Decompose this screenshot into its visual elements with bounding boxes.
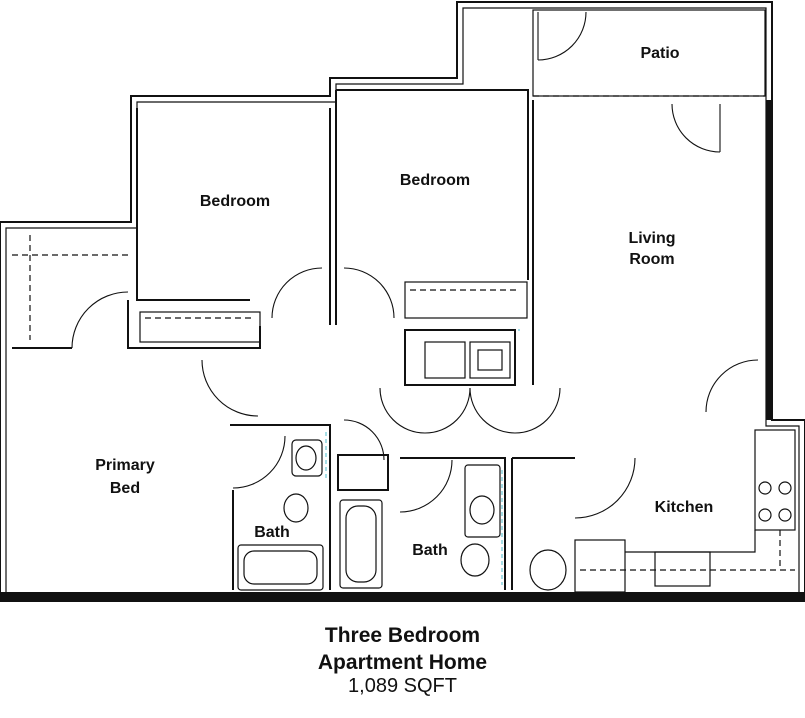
door-swings xyxy=(71,103,759,519)
label-bedroom-middle: Bedroom xyxy=(400,172,470,189)
label-living-room-line2: Room xyxy=(629,251,674,268)
label-bath-left: Bath xyxy=(254,524,290,541)
label-kitchen: Kitchen xyxy=(655,499,714,516)
caption-title-line1: Three Bedroom xyxy=(324,624,481,647)
interior-walls xyxy=(12,89,796,593)
caption-area: 1,089 SQFT xyxy=(348,675,457,697)
plan-caption: Three Bedroom Apartment Home xyxy=(0,622,805,676)
room-labels: Patio Bedroom Bedroom Living Room Primar… xyxy=(95,45,713,559)
label-bath-middle: Bath xyxy=(412,542,448,559)
label-living-room-line1: Living xyxy=(628,230,675,247)
patio-area xyxy=(532,9,766,97)
caption-title-line2: Apartment Home xyxy=(317,651,488,674)
label-bedroom-left: Bedroom xyxy=(200,193,270,210)
label-patio: Patio xyxy=(640,45,679,62)
label-primary-bed-line1: Primary xyxy=(95,457,155,474)
exterior-walls xyxy=(0,1,805,602)
label-primary-bed-line2: Bed xyxy=(110,480,140,497)
